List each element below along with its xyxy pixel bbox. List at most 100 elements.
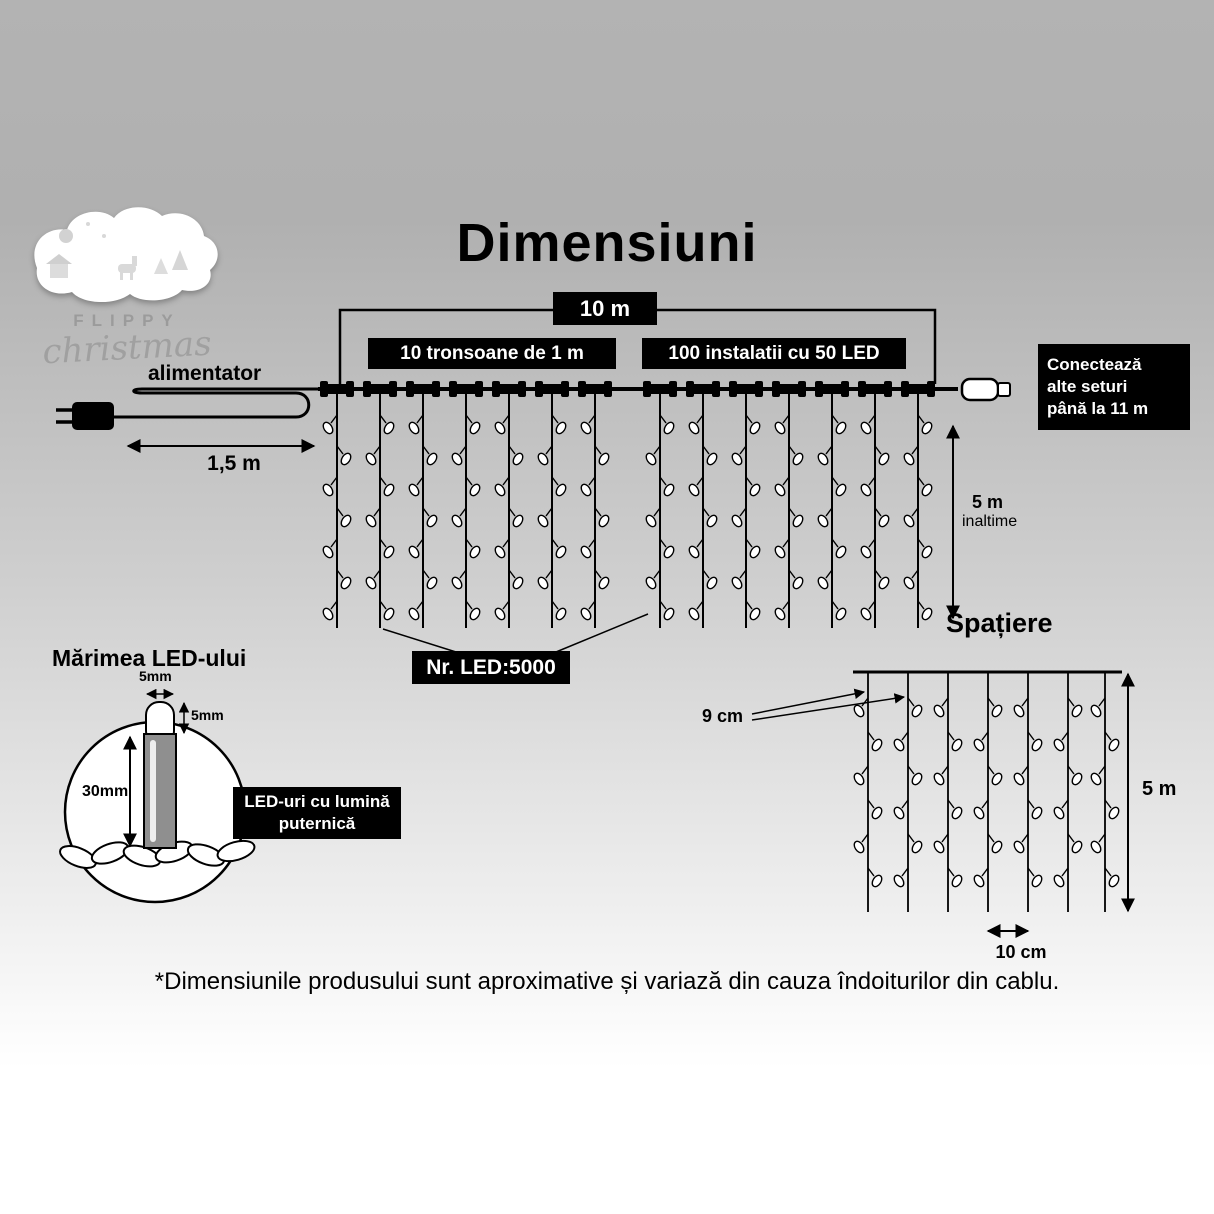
led-bulb	[537, 514, 549, 528]
led-bulb	[835, 607, 847, 621]
led-bulb	[340, 452, 352, 466]
led-bulb	[408, 545, 420, 559]
led-bulb	[537, 576, 549, 590]
led-bulb	[426, 576, 438, 590]
led-bulb	[469, 607, 481, 621]
led-bulb	[731, 576, 743, 590]
led-bulb	[645, 514, 657, 528]
led-bulb	[598, 576, 610, 590]
led-bulb	[792, 452, 804, 466]
curtain-height-sublabel: inaltime	[962, 513, 1018, 530]
led-brightness-note-box: LED-uri cu lumină puternică	[233, 787, 401, 839]
tree-icon	[154, 258, 168, 274]
curtain-height-label: 5 m	[972, 492, 1004, 512]
led-bulb	[921, 545, 933, 559]
led-bulb	[860, 607, 872, 621]
led-bulb	[383, 421, 395, 435]
christmas-logo: FLIPPY christmas	[22, 198, 252, 393]
led-bulb	[853, 704, 865, 718]
led-bulb	[973, 738, 985, 752]
led-bulb	[408, 421, 420, 435]
power-plug-icon	[72, 402, 114, 430]
led-bulb	[731, 514, 743, 528]
led-bulb	[1053, 806, 1065, 820]
led-bulb	[911, 772, 923, 786]
house-icon	[46, 254, 72, 278]
led-bulb	[973, 874, 985, 888]
led-bulb	[555, 483, 567, 497]
led-bulb	[494, 421, 506, 435]
led-bulb	[893, 806, 905, 820]
led-bulb	[749, 607, 761, 621]
led-bulb	[1053, 874, 1065, 888]
led-bulb	[408, 483, 420, 497]
led-bulb	[878, 452, 890, 466]
led-bulb	[933, 772, 945, 786]
led-bulb	[911, 840, 923, 854]
led-size-heading: Mărimea LED-ului	[52, 645, 247, 671]
led-bulb	[1013, 772, 1025, 786]
led-bulb	[512, 576, 524, 590]
led-bulb	[903, 576, 915, 590]
led-body	[143, 733, 177, 849]
led-bulb	[1090, 704, 1102, 718]
horizontal-gap-label: 9 cm	[702, 706, 744, 726]
led-bulb	[749, 545, 761, 559]
led-bulb	[792, 514, 804, 528]
led-bulb	[365, 576, 377, 590]
led-bulb	[1090, 772, 1102, 786]
logo-cloud-art	[34, 207, 218, 303]
moon-icon	[59, 229, 73, 243]
led-bulb	[951, 806, 963, 820]
star-dot-icon	[86, 222, 90, 226]
led-bulb	[451, 514, 463, 528]
led-bulb	[706, 452, 718, 466]
cable-length-label: 1,5 m	[207, 452, 261, 475]
led-bulb	[1090, 840, 1102, 854]
led-bulb	[817, 514, 829, 528]
led-bulb	[555, 607, 567, 621]
led-bulb	[688, 421, 700, 435]
led-bulb	[426, 514, 438, 528]
led-bulb	[365, 514, 377, 528]
led-bulb	[494, 483, 506, 497]
led-bulb	[871, 806, 883, 820]
led-bulb	[580, 607, 592, 621]
led-bulb	[817, 452, 829, 466]
logo-brand-text: FLIPPY	[73, 311, 181, 330]
led-bulb	[1108, 738, 1120, 752]
page-title: Dimensiuni	[456, 213, 758, 273]
led-bulb	[893, 738, 905, 752]
power-adapter-label: alimentator	[148, 362, 262, 385]
led-bulb	[951, 874, 963, 888]
reindeer-icon	[118, 256, 137, 280]
led-bulb	[774, 607, 786, 621]
connect-more-sets-box: Conectează alte seturi până la 11 m	[1038, 344, 1190, 430]
spacing-height-label: 5 m	[1142, 778, 1177, 800]
led-bulb	[688, 545, 700, 559]
led-bulb	[1031, 874, 1043, 888]
led-bulb	[645, 576, 657, 590]
led-bulb	[469, 483, 481, 497]
spacing-curtain	[853, 670, 1122, 912]
led-bulb	[1053, 738, 1065, 752]
led-bulb	[1071, 772, 1083, 786]
tree-icon	[172, 250, 188, 270]
led-bulb	[903, 514, 915, 528]
led-bulb	[598, 514, 610, 528]
led-bulb	[860, 421, 872, 435]
led-bulb	[1031, 738, 1043, 752]
led-bulb	[860, 545, 872, 559]
led-tip-label: 5mm	[191, 707, 224, 723]
led-bulb	[512, 514, 524, 528]
led-bulb	[322, 545, 334, 559]
led-bulb	[933, 840, 945, 854]
led-bulb	[749, 421, 761, 435]
led-bulb	[853, 772, 865, 786]
led-bulb	[749, 483, 761, 497]
segments-label-box: 10 tronsoane de 1 m	[368, 338, 616, 369]
led-bulb	[451, 452, 463, 466]
led-bulb	[991, 704, 1003, 718]
led-bulb	[555, 421, 567, 435]
